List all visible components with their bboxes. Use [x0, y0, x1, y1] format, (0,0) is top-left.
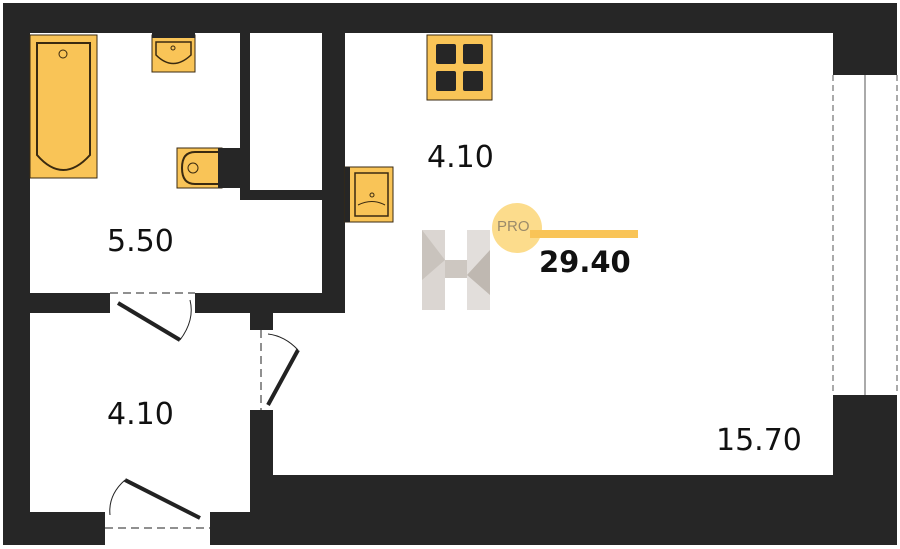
pro-bar [530, 230, 638, 238]
total-area: 29.40 [539, 245, 631, 279]
toilet-icon [176, 147, 240, 189]
living-room-area: 15.70 [716, 423, 802, 458]
bathtub-icon [29, 34, 98, 179]
logo-h-icon [422, 230, 490, 310]
pro-badge-text: PRO [497, 218, 530, 235]
pro-badge-circle [492, 203, 542, 253]
stove-icon [426, 34, 493, 101]
doors [105, 292, 300, 529]
kitchen-area: 4.10 [427, 140, 494, 175]
walls [3, 3, 897, 545]
hallway-area: 4.10 [107, 397, 174, 432]
window [832, 75, 898, 395]
kitchen-sink-icon [344, 166, 394, 223]
washbasin-icon [151, 33, 196, 73]
bathroom-area: 5.50 [107, 224, 174, 259]
